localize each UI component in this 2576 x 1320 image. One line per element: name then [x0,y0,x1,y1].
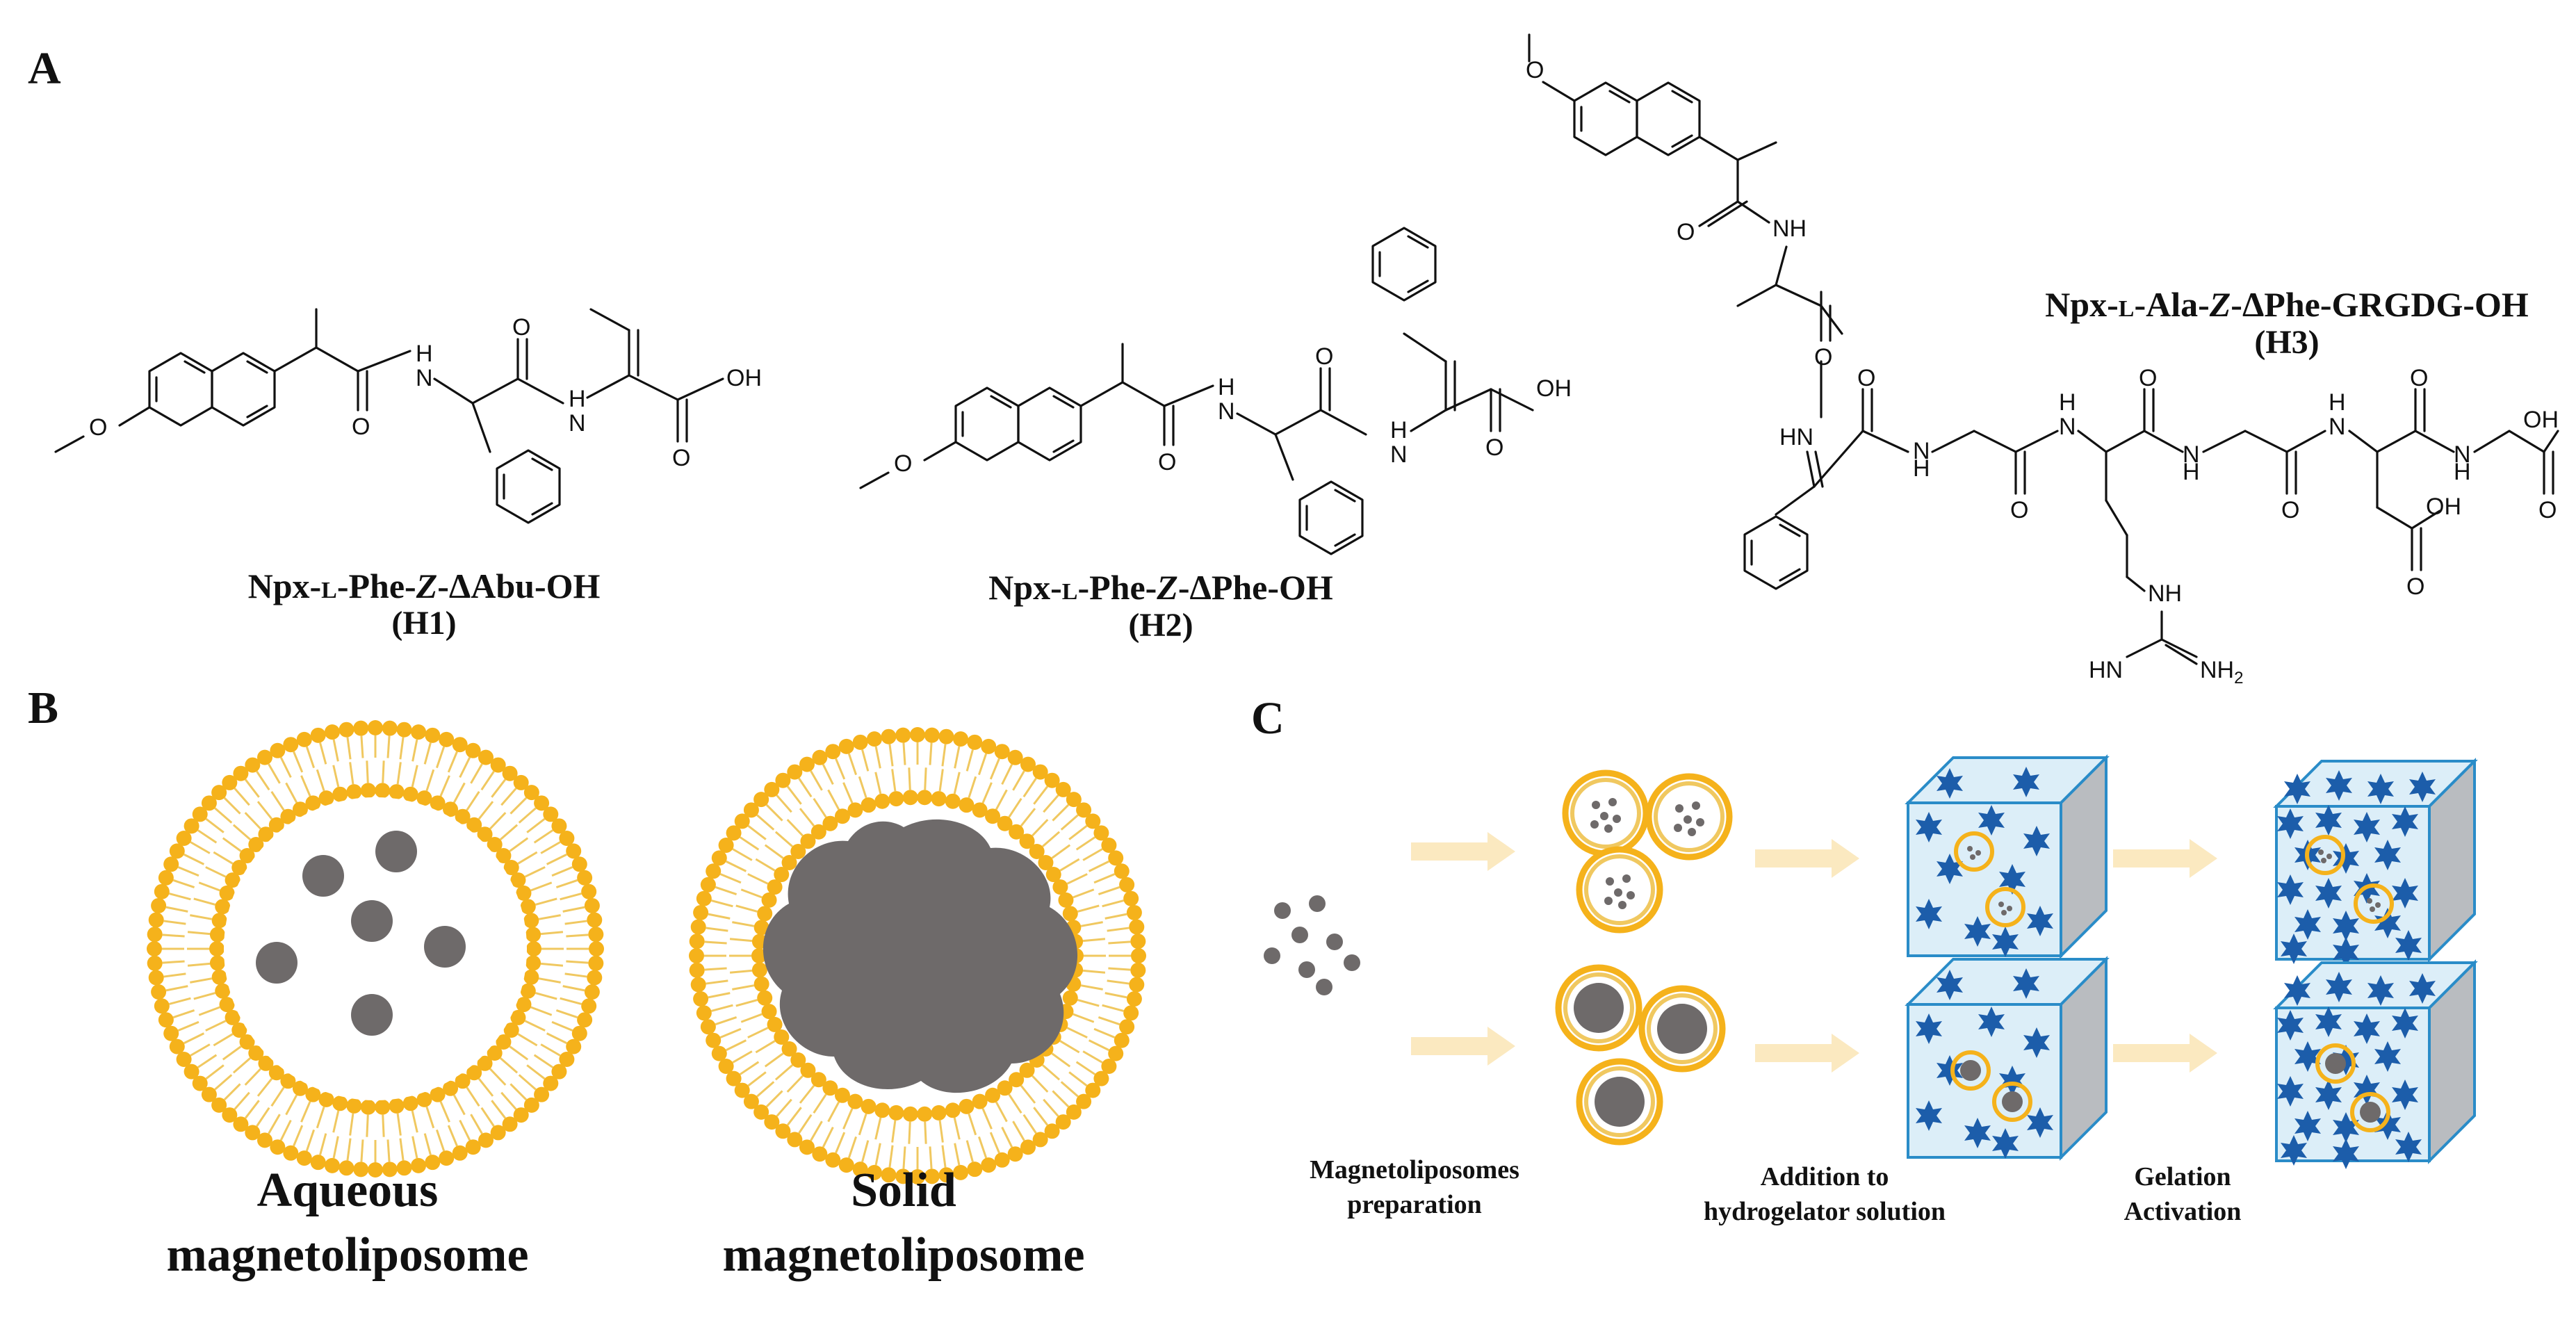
atom-h: H [416,341,433,367]
atom-o: O [352,414,370,440]
magnetic-nanoparticle [351,994,393,1036]
aqueous-label-line1: Aqueous [257,1164,439,1217]
atom-o: O [2410,365,2428,391]
prepared-liposomes [1555,769,1733,1146]
step-gelation-line1: Gelation [2134,1162,2231,1191]
step-addition-line1: Addition to [1761,1162,1889,1191]
atom-o: O [2406,573,2424,600]
structure-h1: O O H N O H N OH O [54,308,762,524]
free-nanoparticles [1264,895,1360,995]
panel-label-a: A [28,43,61,94]
solid-magnetoliposome [689,727,1146,1184]
molecule-code-h2: (H2) [1128,607,1193,644]
atom-h: H [2059,389,2076,416]
atom-oh: OH [1536,375,1572,402]
atom-o: O [1315,343,1333,370]
atom-o: O [1485,434,1503,461]
arrow-gelation-aqueous [2113,839,2217,878]
atom-o: O [894,450,912,477]
atom-nh: NH [2148,580,2182,607]
atom-oh: OH [726,365,762,391]
atom-nh: NH [1772,215,1807,242]
arrow-prep-solid [1411,1027,1515,1066]
step-prep-line1: Magnetoliposomes [1310,1155,1519,1184]
atom-n: N [2183,441,2200,468]
atom-h: H [2183,459,2200,485]
arrow-gelation-solid [2113,1034,2217,1073]
atom-o: O [89,414,107,441]
magnetic-nanoparticle [351,900,393,942]
atom-h: H [569,386,586,412]
magnetic-nanoparticle [375,831,417,872]
atom-h: H [1218,374,1235,400]
atom-o: O [672,445,690,471]
atom-n: N [1390,441,1408,468]
lipid-bilayer [147,720,604,1178]
aqueous-core [224,797,527,1100]
aqueous-magnetoliposome [147,720,604,1178]
structure-h3: O O NH O HN O H N O [1526,33,2559,687]
atom-o: O [1857,365,1875,391]
atom-o: O [512,314,530,341]
atom-o: O [1814,344,1832,370]
solid-magnetic-core [763,819,1078,1093]
atom-n: N [2454,441,2471,468]
atom-hn: HN [1779,424,1813,450]
atom-oh: OH [2523,407,2559,433]
panel-label-c: C [1251,693,1285,744]
atom-hn: HN [2089,657,2123,683]
molecule-name-h2: Npx-L-Phe-Z-ΔPhe-OH [988,568,1333,607]
molecule-code-h3: (H3) [2254,324,2319,361]
atom-o: O [2281,497,2299,523]
atom-o: O [2538,497,2557,523]
atom-h: H [2454,459,2471,485]
step-prep-line2: preparation [1347,1190,1482,1219]
molecule-name-h3: Npx-L-Ala-Z-ΔPhe-GRGDG-OH [2045,285,2529,324]
atom-o: O [1158,449,1176,475]
atom-o: O [2139,365,2157,391]
magnetic-nanoparticle [424,926,466,968]
atom-n: N [2329,414,2346,440]
molecule-name-h1: Npx-L-Phe-Z-ΔAbu-OH [248,567,601,605]
arrow-addition-aqueous [1755,839,1859,878]
atom-nh2: NH2 [2200,657,2243,687]
arrow-addition-solid [1755,1034,1859,1073]
atom-o: O [2010,497,2028,523]
arrow-prep-aqueous [1411,832,1515,871]
lipid-bilayer [689,727,1146,1184]
atom-n: N [1218,398,1235,425]
magnetic-nanoparticle [302,855,344,897]
atom-h: H [1390,417,1408,443]
structure-h2: O O H N O H N OH O [859,227,1572,555]
solid-label-line2: magnetoliposome [722,1228,1084,1282]
atom-o: O [1677,219,1695,245]
step-gelation-line2: Activation [2124,1197,2242,1226]
atom-n: N [1913,438,1930,464]
atom-oh: OH [2426,494,2461,520]
atom-h: H [1913,455,1930,482]
solid-label-line1: Solid [851,1164,956,1217]
atom-n: N [2059,414,2076,440]
step-addition-line2: hydrogelator solution [1704,1197,1946,1226]
atom-h: H [2329,389,2346,416]
molecule-code-h1: (H1) [391,605,456,642]
aqueous-label-line2: magnetoliposome [166,1228,528,1282]
atom-n: N [569,410,586,437]
atom-n: N [416,365,433,391]
panel-label-b: B [28,683,58,733]
magnetic-nanoparticle [256,942,297,984]
hydrogel-cubes [1905,754,2478,1169]
